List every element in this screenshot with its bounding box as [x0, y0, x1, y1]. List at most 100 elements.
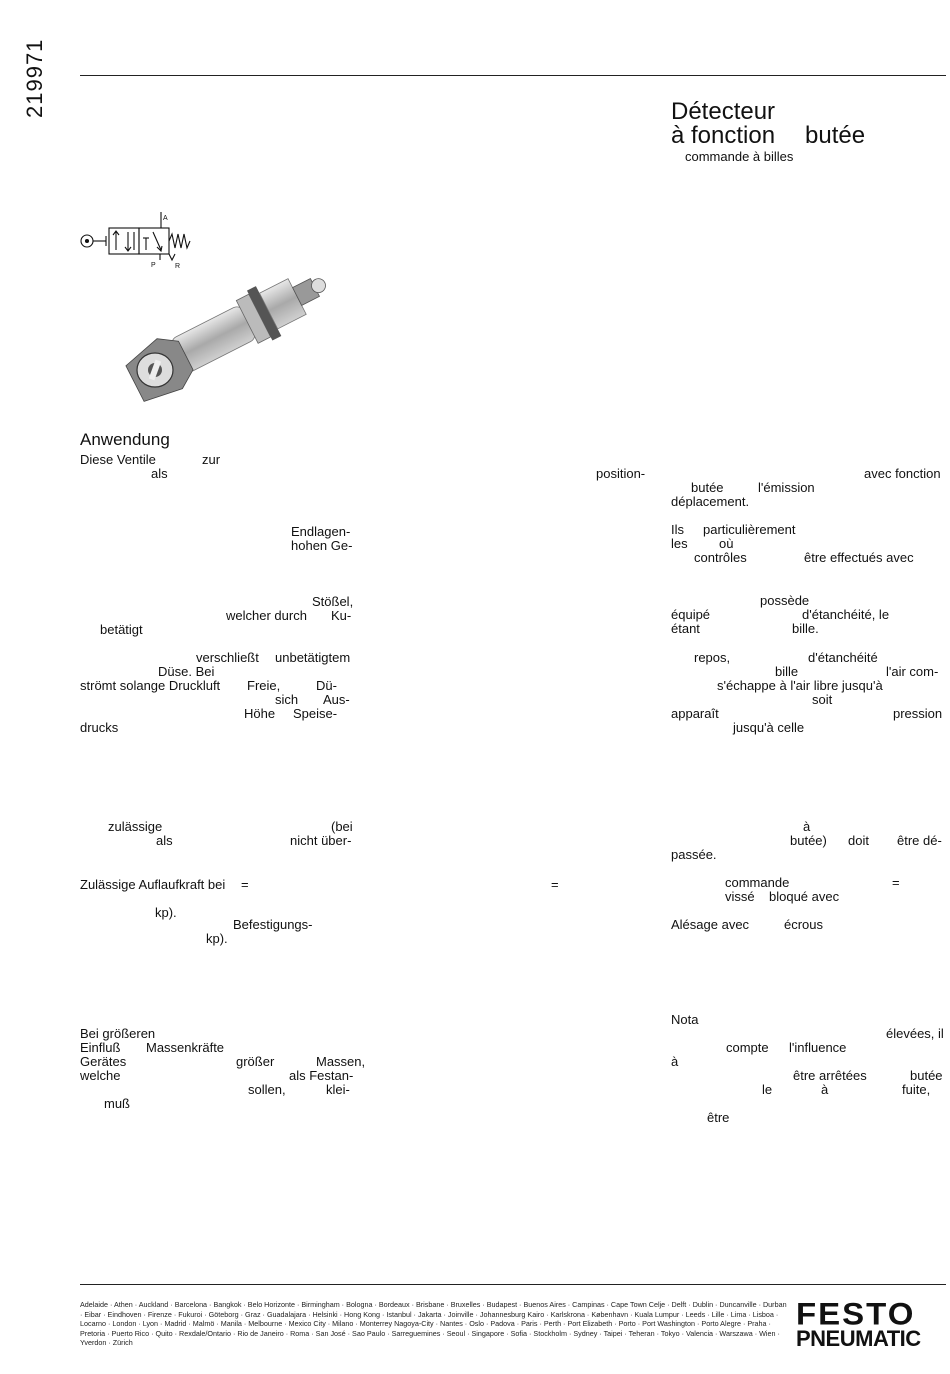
german-text-fragment: Befestigungs-: [233, 917, 313, 932]
german-text-fragment: Dü-: [316, 678, 337, 693]
french-text-fragment: élevées, il: [886, 1026, 944, 1041]
title-line-2a: à fonction: [671, 122, 776, 149]
port-label-p: P: [151, 262, 156, 269]
french-text-fragment: à: [803, 819, 811, 834]
german-text-fragment: unbetätigtem: [275, 650, 351, 665]
french-text-fragment: doit: [848, 833, 869, 848]
german-text-fragment: als: [156, 833, 173, 848]
french-text-fragment: équipé: [671, 607, 711, 622]
german-text-fragment: zulässige: [108, 819, 163, 834]
festo-pneumatic-logo: FESTO PNEUMATIC: [796, 1295, 948, 1351]
german-text-fragment: nicht über-: [290, 833, 352, 848]
french-text-fragment: où: [719, 536, 734, 551]
french-text-fragment: particulièrement: [703, 522, 796, 537]
french-text-fragment: =: [892, 875, 900, 890]
french-text-fragment: commande: [725, 875, 790, 890]
german-text-fragment: Diese Ventile: [80, 452, 156, 467]
german-text-fragment: =: [241, 877, 249, 892]
french-text-fragment: être: [707, 1110, 730, 1125]
german-text-fragment: Massenkräfte: [146, 1040, 225, 1055]
french-text-fragment: apparaît: [671, 706, 719, 721]
german-text-fragment: strömt solange Druckluft: [80, 678, 221, 693]
office-locations-list: Adelaide · Athen · Auckland · Barcelona …: [80, 1300, 787, 1347]
french-text-fragment: butée): [790, 833, 827, 848]
german-text-fragment: (bei: [331, 819, 353, 834]
french-text-fragment: compte: [726, 1040, 769, 1055]
logo-word-pneumatic: PNEUMATIC: [796, 1326, 921, 1351]
french-text-fragment: à: [671, 1054, 679, 1069]
french-text-fragment: être effectués avec: [804, 550, 914, 565]
french-text-fragment: jusqu'à celle: [733, 720, 805, 735]
document-number: 219971: [22, 38, 47, 118]
french-text-fragment: les: [671, 536, 688, 551]
logo-word-festo: FESTO: [796, 1295, 916, 1332]
german-text-fragment: drucks: [80, 720, 119, 735]
french-text-fragment: bille: [775, 664, 799, 679]
french-text-fragment: vissé: [725, 889, 755, 904]
french-text-fragment: s'échappe à l'air libre jusqu'à: [717, 678, 883, 693]
french-text-fragment: butée: [691, 480, 724, 495]
title-line-2b: butée: [805, 122, 866, 149]
french-text-fragment: Nota: [671, 1012, 699, 1027]
french-text-fragment: être arrêtées: [793, 1068, 867, 1083]
german-text-fragment: Zulässige Auflaufkraft bei: [80, 877, 226, 892]
german-text-fragment: klei-: [326, 1082, 350, 1097]
french-text-fragment: déplacement.: [671, 494, 750, 509]
french-text-fragment: d'étanchéité, le: [802, 607, 890, 622]
port-label-a: A: [163, 215, 168, 222]
subtitle: commande à billes: [685, 149, 794, 164]
german-text-fragment: Aus-: [323, 692, 350, 707]
french-text-fragment: possède: [760, 593, 810, 608]
french-text-fragment: fuite,: [902, 1082, 931, 1097]
french-text-fragment: avec fonction: [864, 466, 941, 481]
french-text-fragment: pression: [893, 706, 943, 721]
footer-rule: [80, 1284, 946, 1285]
german-text-fragment: Düse. Bei: [158, 664, 215, 679]
french-text-fragment: contrôles: [694, 550, 747, 565]
german-text-fragment: hohen Ge-: [291, 538, 353, 553]
german-text-fragment: Gerätes: [80, 1054, 127, 1069]
french-text-fragment: position-: [596, 466, 646, 481]
german-text-fragment: muß: [104, 1096, 130, 1111]
french-text-fragment: Alésage avec: [671, 917, 750, 932]
french-text-fragment: étant: [671, 621, 700, 636]
german-text-fragment: Stößel,: [312, 594, 354, 609]
valve-product-photo: [125, 277, 326, 402]
french-text-fragment: l'émission: [758, 480, 815, 495]
french-text-fragment: d'étanchéité: [808, 650, 878, 665]
german-text-fragment: Endlagen-: [291, 524, 351, 539]
german-text-fragment: als: [151, 466, 168, 481]
german-text-fragment: Einfluß: [80, 1040, 121, 1055]
french-text-fragment: l'influence: [789, 1040, 847, 1055]
french-text-fragment: à: [821, 1082, 829, 1097]
german-text-fragment: Ku-: [331, 608, 352, 623]
german-text-fragment: sich: [275, 692, 299, 707]
german-text-fragment: sollen,: [248, 1082, 286, 1097]
french-text-fragment: Ils: [671, 522, 684, 537]
french-text-fragment: passée.: [671, 847, 717, 862]
german-text-fragment: Höhe: [244, 706, 276, 721]
french-text-fragment: bille.: [792, 621, 819, 636]
title-line-1: Détecteur: [671, 98, 776, 125]
section-heading-anwendung: Anwendung: [80, 430, 170, 449]
french-text-fragment: écrous: [784, 917, 824, 932]
german-text-fragment: größer: [236, 1054, 275, 1069]
top-rule: [80, 75, 946, 76]
french-text-fragment: l'air com-: [886, 664, 939, 679]
french-text-fragment: butée: [910, 1068, 943, 1083]
german-text-fragment: kp).: [206, 931, 228, 946]
french-text-fragment: bloqué avec: [769, 889, 840, 904]
french-text-fragment: soit: [812, 692, 833, 707]
german-text-fragment: Massen,: [316, 1054, 366, 1069]
french-text-fragment: être dé-: [897, 833, 942, 848]
german-text-fragment: zur: [202, 452, 221, 467]
french-text-fragment: le: [762, 1082, 773, 1097]
french-text-fragment: repos,: [694, 650, 731, 665]
german-text-fragment: Speise-: [293, 706, 338, 721]
german-text-fragment: kp).: [155, 905, 177, 920]
german-text-fragment: betätigt: [100, 622, 143, 637]
french-text-fragment: =: [551, 877, 559, 892]
german-text-fragment: welche: [80, 1068, 121, 1083]
german-text-fragment: verschließt: [196, 650, 259, 665]
german-text-fragment: als Festan-: [289, 1068, 354, 1083]
